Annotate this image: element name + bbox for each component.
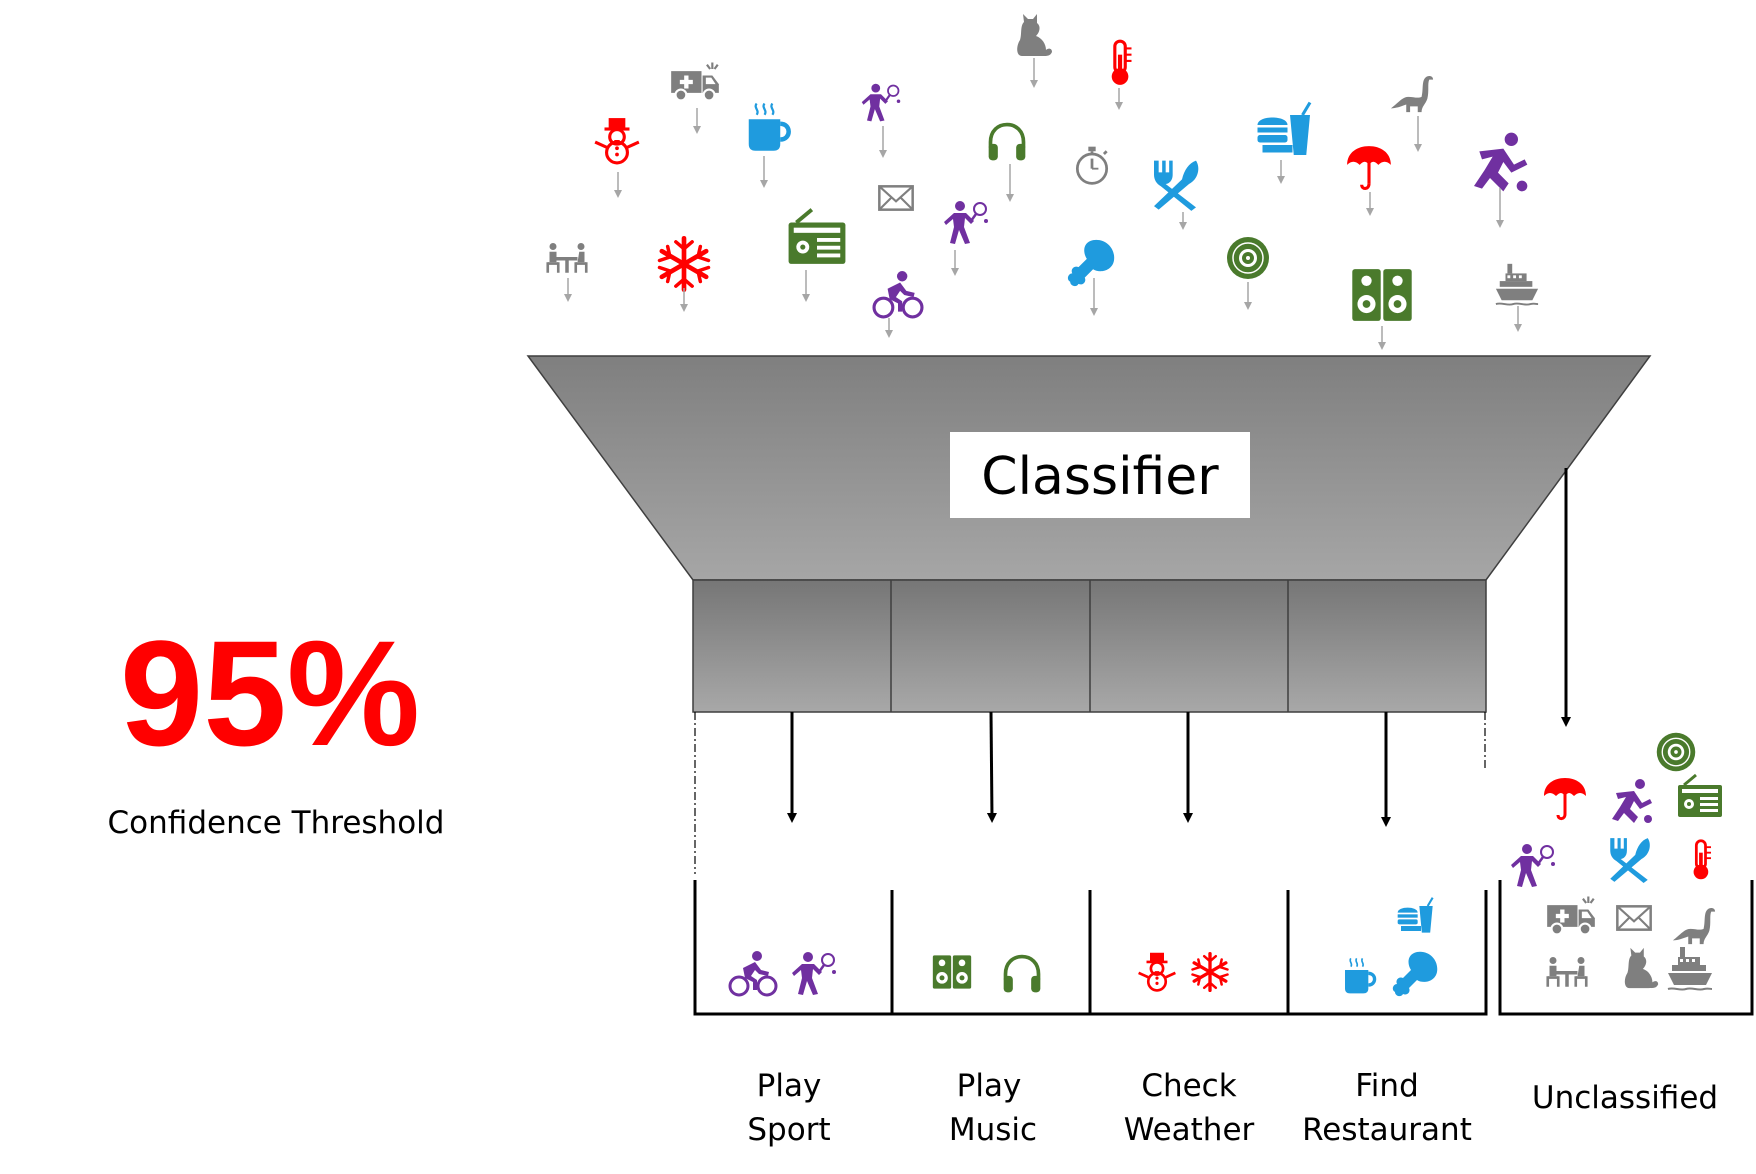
fork-knife-icon: [1610, 838, 1650, 883]
bin-play-music: [932, 954, 1043, 995]
meeting-icon: [546, 241, 588, 302]
threshold-label: Confidence Threshold: [108, 805, 445, 841]
classifier-label-box: [950, 432, 1250, 518]
dinosaur-icon: [1672, 907, 1716, 945]
snowman-icon: [1137, 951, 1177, 992]
bin-label-find-restaurant-line1: Find: [1355, 1068, 1419, 1104]
drumstick-icon: [1067, 239, 1115, 316]
bin-label-check-weather-line1: Check: [1141, 1068, 1236, 1104]
confidence-threshold: 95% Confidence Threshold: [108, 609, 445, 841]
meeting-icon: [1546, 955, 1588, 989]
tennis-player-icon: [1509, 842, 1557, 889]
snowflake-icon: [660, 238, 709, 312]
runner-icon: [1612, 779, 1652, 823]
incoming-icons: [546, 14, 1540, 350]
classifier-funnel: Classifier: [526, 355, 1652, 874]
tennis-player-icon: [942, 199, 990, 276]
ship-icon: [1494, 262, 1540, 332]
dinosaur-icon: [1390, 75, 1434, 152]
bin-label-play-sport-line2: Sport: [747, 1112, 830, 1148]
thermometer-icon: [1110, 39, 1134, 110]
ambulance-icon: [1545, 895, 1597, 936]
envelope-icon: [1615, 904, 1653, 932]
bin-play-sport: [728, 950, 838, 997]
vinyl-record-icon: [1656, 732, 1696, 772]
radio-icon: [1676, 773, 1724, 819]
coffee-cup-icon: [749, 104, 789, 188]
cyclist-icon: [872, 270, 924, 338]
tennis-player-icon: [860, 82, 902, 158]
bin-label-find-restaurant-line2: Restaurant: [1302, 1112, 1472, 1148]
speakers-icon: [1352, 269, 1412, 350]
thermometer-icon: [1691, 839, 1713, 881]
bin-label-play-music-line2: Music: [949, 1112, 1037, 1148]
classifier-label: Classifier: [981, 447, 1219, 507]
routing-arrows: [787, 468, 1571, 827]
snowman-icon: [593, 116, 641, 198]
threshold-value: 95%: [120, 609, 420, 777]
ambulance-icon: [669, 61, 721, 134]
umbrella-icon: [1542, 776, 1588, 821]
speakers-icon: [932, 955, 972, 989]
bin-label-check-weather-line2: Weather: [1124, 1112, 1255, 1148]
bin-labels: Play Sport Play Music Check Weather Find…: [747, 1068, 1718, 1148]
headphones-icon: [1001, 954, 1043, 995]
cyclist-icon: [728, 950, 778, 997]
bin-find-restaurant: [1343, 896, 1438, 997]
burger-drink-icon: [1396, 896, 1434, 934]
tennis-player-icon: [790, 950, 838, 997]
coffee-cup-icon: [1343, 956, 1377, 996]
fork-knife-icon: [1154, 160, 1199, 230]
ship-icon: [1666, 945, 1714, 991]
bin-check-weather: [1137, 951, 1230, 992]
umbrella-icon: [1345, 144, 1393, 216]
snowflake-icon: [1190, 952, 1230, 992]
bin-unclassified: [1498, 732, 1754, 1016]
vinyl-record-icon: [1226, 236, 1270, 310]
intent-bins: [693, 732, 1754, 1016]
bin-label-play-sport-line1: Play: [757, 1068, 822, 1104]
stopwatch-icon: [1075, 145, 1109, 185]
burger-drink-icon: [1258, 103, 1311, 184]
cat-icon: [1624, 947, 1659, 989]
envelope-icon: [877, 184, 915, 212]
runner-icon: [1474, 132, 1528, 228]
headphones-icon: [989, 125, 1026, 202]
drumstick-icon: [1392, 951, 1438, 997]
radio-icon: [786, 207, 848, 302]
bin-label-unclassified: Unclassified: [1532, 1080, 1718, 1116]
bin-label-play-music-line1: Play: [957, 1068, 1022, 1104]
cat-icon: [1017, 14, 1052, 88]
